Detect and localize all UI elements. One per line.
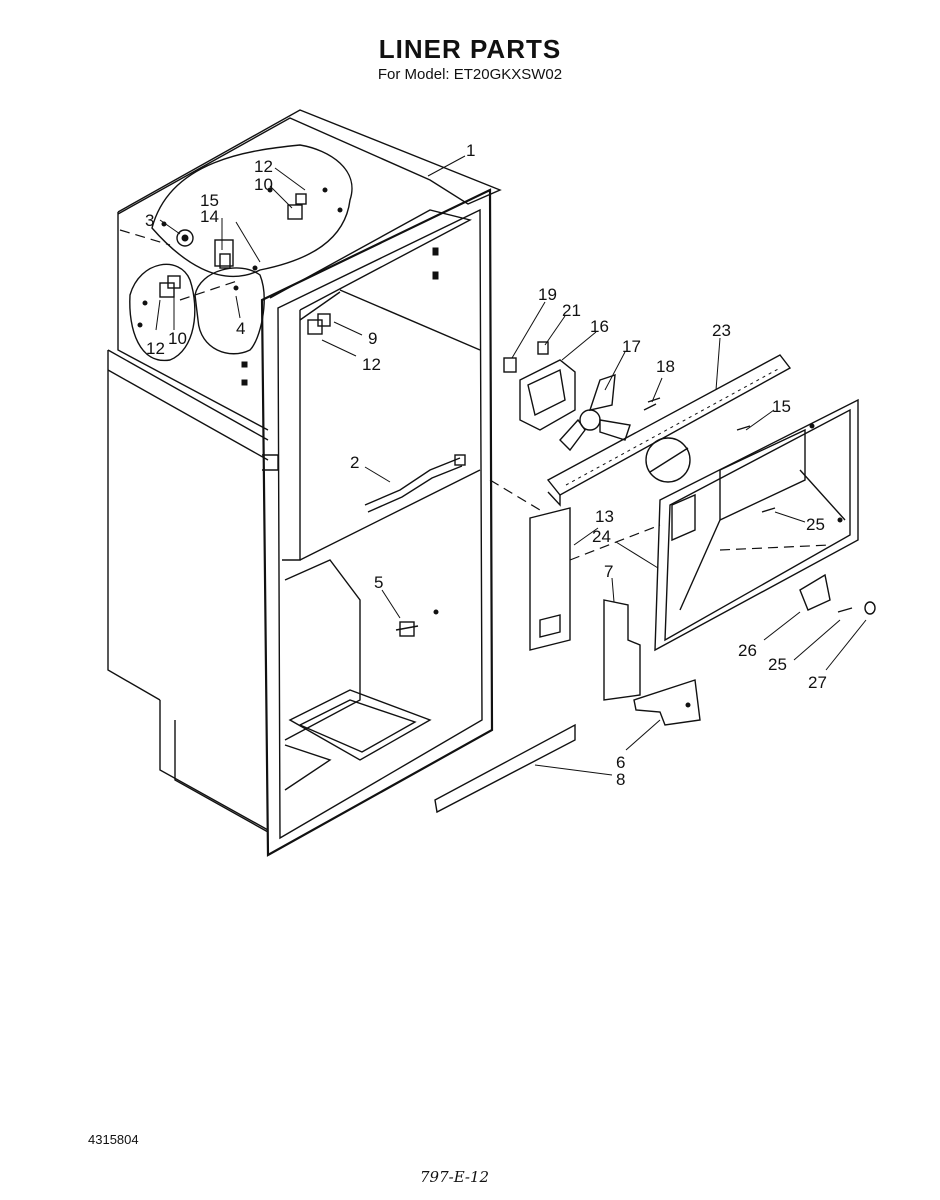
part-13-panel (529, 507, 571, 651)
callout-12-right: 12 (362, 355, 381, 374)
callout-26: 26 (738, 641, 757, 660)
callout-15-right: 15 (772, 397, 791, 416)
callout-9: 9 (368, 329, 377, 348)
page-title: LINER PARTS (378, 34, 562, 64)
callout-labels: 1 2 3 4 5 6 7 8 9 10 10 12 12 12 13 14 1… (145, 141, 827, 789)
part-8-strip (434, 723, 576, 814)
liner-cabinet (107, 109, 502, 857)
insulation-area-upper (129, 144, 353, 362)
part-5-fitting (395, 609, 439, 637)
callout-16: 16 (590, 317, 609, 336)
callout-21: 21 (562, 301, 581, 320)
callout-7: 7 (604, 562, 613, 581)
callout-2: 2 (350, 453, 359, 472)
part-6-bracket (633, 679, 701, 726)
callout-4: 4 (236, 319, 245, 338)
callout-24: 24 (592, 527, 611, 546)
callout-17: 17 (622, 337, 641, 356)
callout-13: 13 (595, 507, 614, 526)
callout-14: 14 (200, 207, 219, 226)
callout-19: 19 (538, 285, 557, 304)
page-code: 797-E-12 (420, 1168, 490, 1186)
callout-18: 18 (656, 357, 675, 376)
guide-lines (119, 229, 831, 561)
part-26-bracket (799, 573, 876, 615)
callout-27: 27 (808, 673, 827, 692)
callout-15-upper: 15 (200, 191, 219, 210)
document-number: 4315804 (88, 1132, 139, 1147)
part-23-grille (546, 354, 792, 507)
callout-6: 6 (616, 753, 625, 772)
callout-10-upper: 10 (254, 175, 273, 194)
screws (647, 397, 776, 513)
callout-10-lower: 10 (168, 329, 187, 348)
callout-8: 8 (616, 770, 625, 789)
callout-5: 5 (374, 573, 383, 592)
callout-23: 23 (712, 321, 731, 340)
callout-25-lower: 25 (768, 655, 787, 674)
callout-12-left: 12 (146, 339, 165, 358)
part-2-tube (364, 454, 466, 513)
callout-3: 3 (145, 211, 154, 230)
part-24-evaporator-cover (654, 398, 859, 652)
fan-motor-assembly (503, 341, 657, 452)
callout-1: 1 (466, 141, 475, 160)
part-7-panel (603, 599, 641, 701)
top-components (137, 187, 343, 335)
model-subtitle: For Model: ET20GKXSW02 (377, 66, 563, 83)
callout-12-upper: 12 (254, 157, 273, 176)
callout-25-right: 25 (806, 515, 825, 534)
leader-lines (155, 155, 867, 776)
